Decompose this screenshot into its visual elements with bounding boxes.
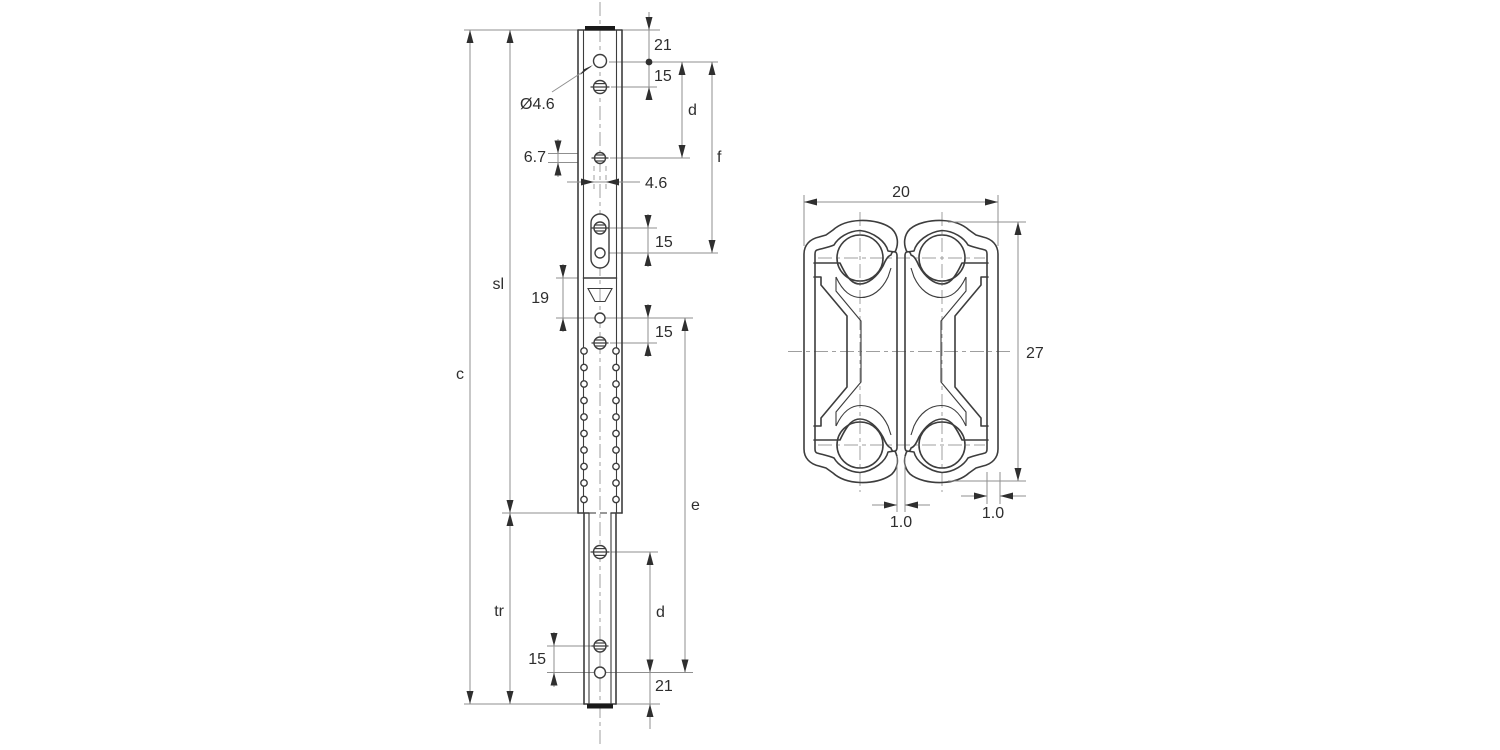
dim-gap-center: 1.0 — [872, 456, 930, 531]
dim-15-slot-label: 15 — [655, 234, 673, 251]
front-view: c sl tr 21 15 d — [456, 2, 722, 748]
dim-sl-label: sl — [492, 276, 504, 293]
dim-15-bottom: 15 — [528, 632, 558, 687]
dim-c: c — [456, 30, 474, 704]
slot-hole — [590, 213, 610, 269]
dim-sl-tr: sl tr — [492, 30, 514, 704]
dim-15-mid-label: 15 — [655, 324, 673, 341]
dim-21-bottom-label: 21 — [655, 678, 673, 695]
dim-tr-label: tr — [494, 603, 504, 620]
round-hole-mid — [594, 312, 606, 324]
inner-rail — [582, 277, 618, 709]
dim-19: 19 — [531, 264, 567, 332]
dim-21-top-label: 21 — [654, 37, 672, 54]
ball-column-right — [612, 347, 620, 504]
dim-20: 20 — [803, 184, 999, 246]
dim-21-15-top: 21 15 — [645, 12, 672, 100]
section-view: 20 27 1.0 1.0 — [788, 184, 1044, 531]
screw-hole-3 — [591, 336, 609, 350]
detent-latch — [587, 287, 613, 303]
dim-6-7: 6.7 — [524, 139, 562, 177]
dim-19-label: 19 — [531, 290, 549, 307]
dim-20-label: 20 — [892, 184, 910, 201]
dim-d-upper-label: d — [688, 102, 697, 119]
dim-15-slot: 15 — [644, 214, 673, 267]
leader-hole-diameter: Ø4.6 — [520, 65, 593, 113]
hole-diameter-label: Ø4.6 — [520, 96, 555, 113]
dim-d-lower: d — [646, 552, 665, 673]
screw-hole-1 — [590, 79, 610, 95]
dim-c-label: c — [456, 366, 464, 383]
screw-hole-5 — [591, 639, 609, 653]
round-hole-top — [592, 53, 608, 69]
ball-column-left — [580, 347, 588, 504]
top-end-cap — [585, 26, 615, 31]
mounting-holes — [590, 53, 610, 679]
screw-hole-2 — [591, 151, 609, 165]
dim-21-bottom: 21 — [646, 672, 673, 729]
dim-gap-right-label: 1.0 — [982, 505, 1004, 522]
dim-gap-center-label: 1.0 — [890, 514, 912, 531]
dim-d-lower-label: d — [656, 604, 665, 621]
dim-f-label: f — [717, 149, 722, 166]
dim-15-mid: 15 — [644, 304, 673, 357]
dim-e-label: e — [691, 497, 700, 514]
dim-6-7-label: 6.7 — [524, 149, 546, 166]
dim-27: 27 — [948, 221, 1044, 482]
dim-f: f — [708, 62, 722, 253]
dim-4-6: 4.6 — [567, 166, 667, 192]
ball-bearing-rows — [580, 347, 620, 504]
dim-15-bottom-label: 15 — [528, 651, 546, 668]
dim-4-6-label: 4.6 — [645, 175, 667, 192]
round-hole-bottom — [593, 666, 607, 679]
dim-15-top-label: 15 — [654, 68, 672, 85]
screw-hole-4 — [590, 544, 610, 560]
bottom-end-cap — [587, 704, 613, 709]
dim-gap-right: 1.0 — [961, 472, 1026, 522]
dim-e: e — [681, 318, 700, 673]
dim-27-label: 27 — [1026, 345, 1044, 362]
dim-d-upper: d — [678, 62, 697, 158]
